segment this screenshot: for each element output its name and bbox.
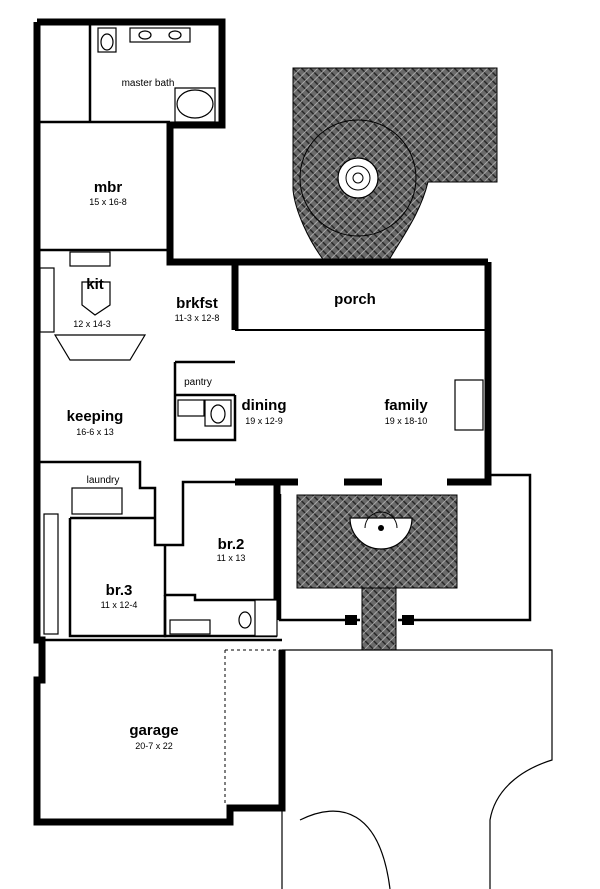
room-keeping-label: keeping — [67, 408, 124, 425]
room-dining-dims: 19 x 12-9 — [245, 416, 283, 426]
room-br2-label: br.2 — [218, 536, 245, 553]
interior-walls — [38, 22, 282, 642]
rear-patio — [292, 67, 498, 263]
room-keeping-dims: 16-6 x 13 — [76, 427, 114, 437]
fixtures — [39, 27, 484, 637]
room-pantry-label: pantry — [184, 377, 212, 388]
room-dining-label: dining — [242, 397, 287, 414]
room-garage-dims: 20-7 x 22 — [135, 741, 173, 751]
room-br3-dims: 11 x 12-4 — [101, 600, 138, 610]
room-porch-label: porch — [334, 291, 376, 308]
room-garage-label: garage — [129, 722, 178, 739]
room-master-bath-label: master bath — [122, 78, 175, 89]
room-mbr-dims: 15 x 16-8 — [89, 197, 127, 207]
room-kit-label: kit — [86, 276, 104, 293]
driveway — [224, 649, 553, 889]
room-mbr-label: mbr — [94, 179, 123, 196]
room-family-dims: 19 x 18-10 — [385, 416, 428, 426]
room-br3-label: br.3 — [106, 582, 133, 599]
room-family-label: family — [384, 397, 428, 414]
fireplace — [454, 379, 484, 431]
room-brkfst-label: brkfst — [176, 295, 218, 312]
front-courtyard — [296, 494, 458, 651]
room-brkfst-dims: 11-3 x 12-8 — [175, 313, 220, 323]
room-kit-dims: 12 x 14-3 — [73, 319, 111, 329]
room-br2-dims: 11 x 13 — [217, 553, 246, 563]
room-labels: master bath mbr 15 x 16-8 kit 12 x 14-3 … — [67, 78, 429, 751]
room-laundry-label: laundry — [87, 475, 120, 486]
